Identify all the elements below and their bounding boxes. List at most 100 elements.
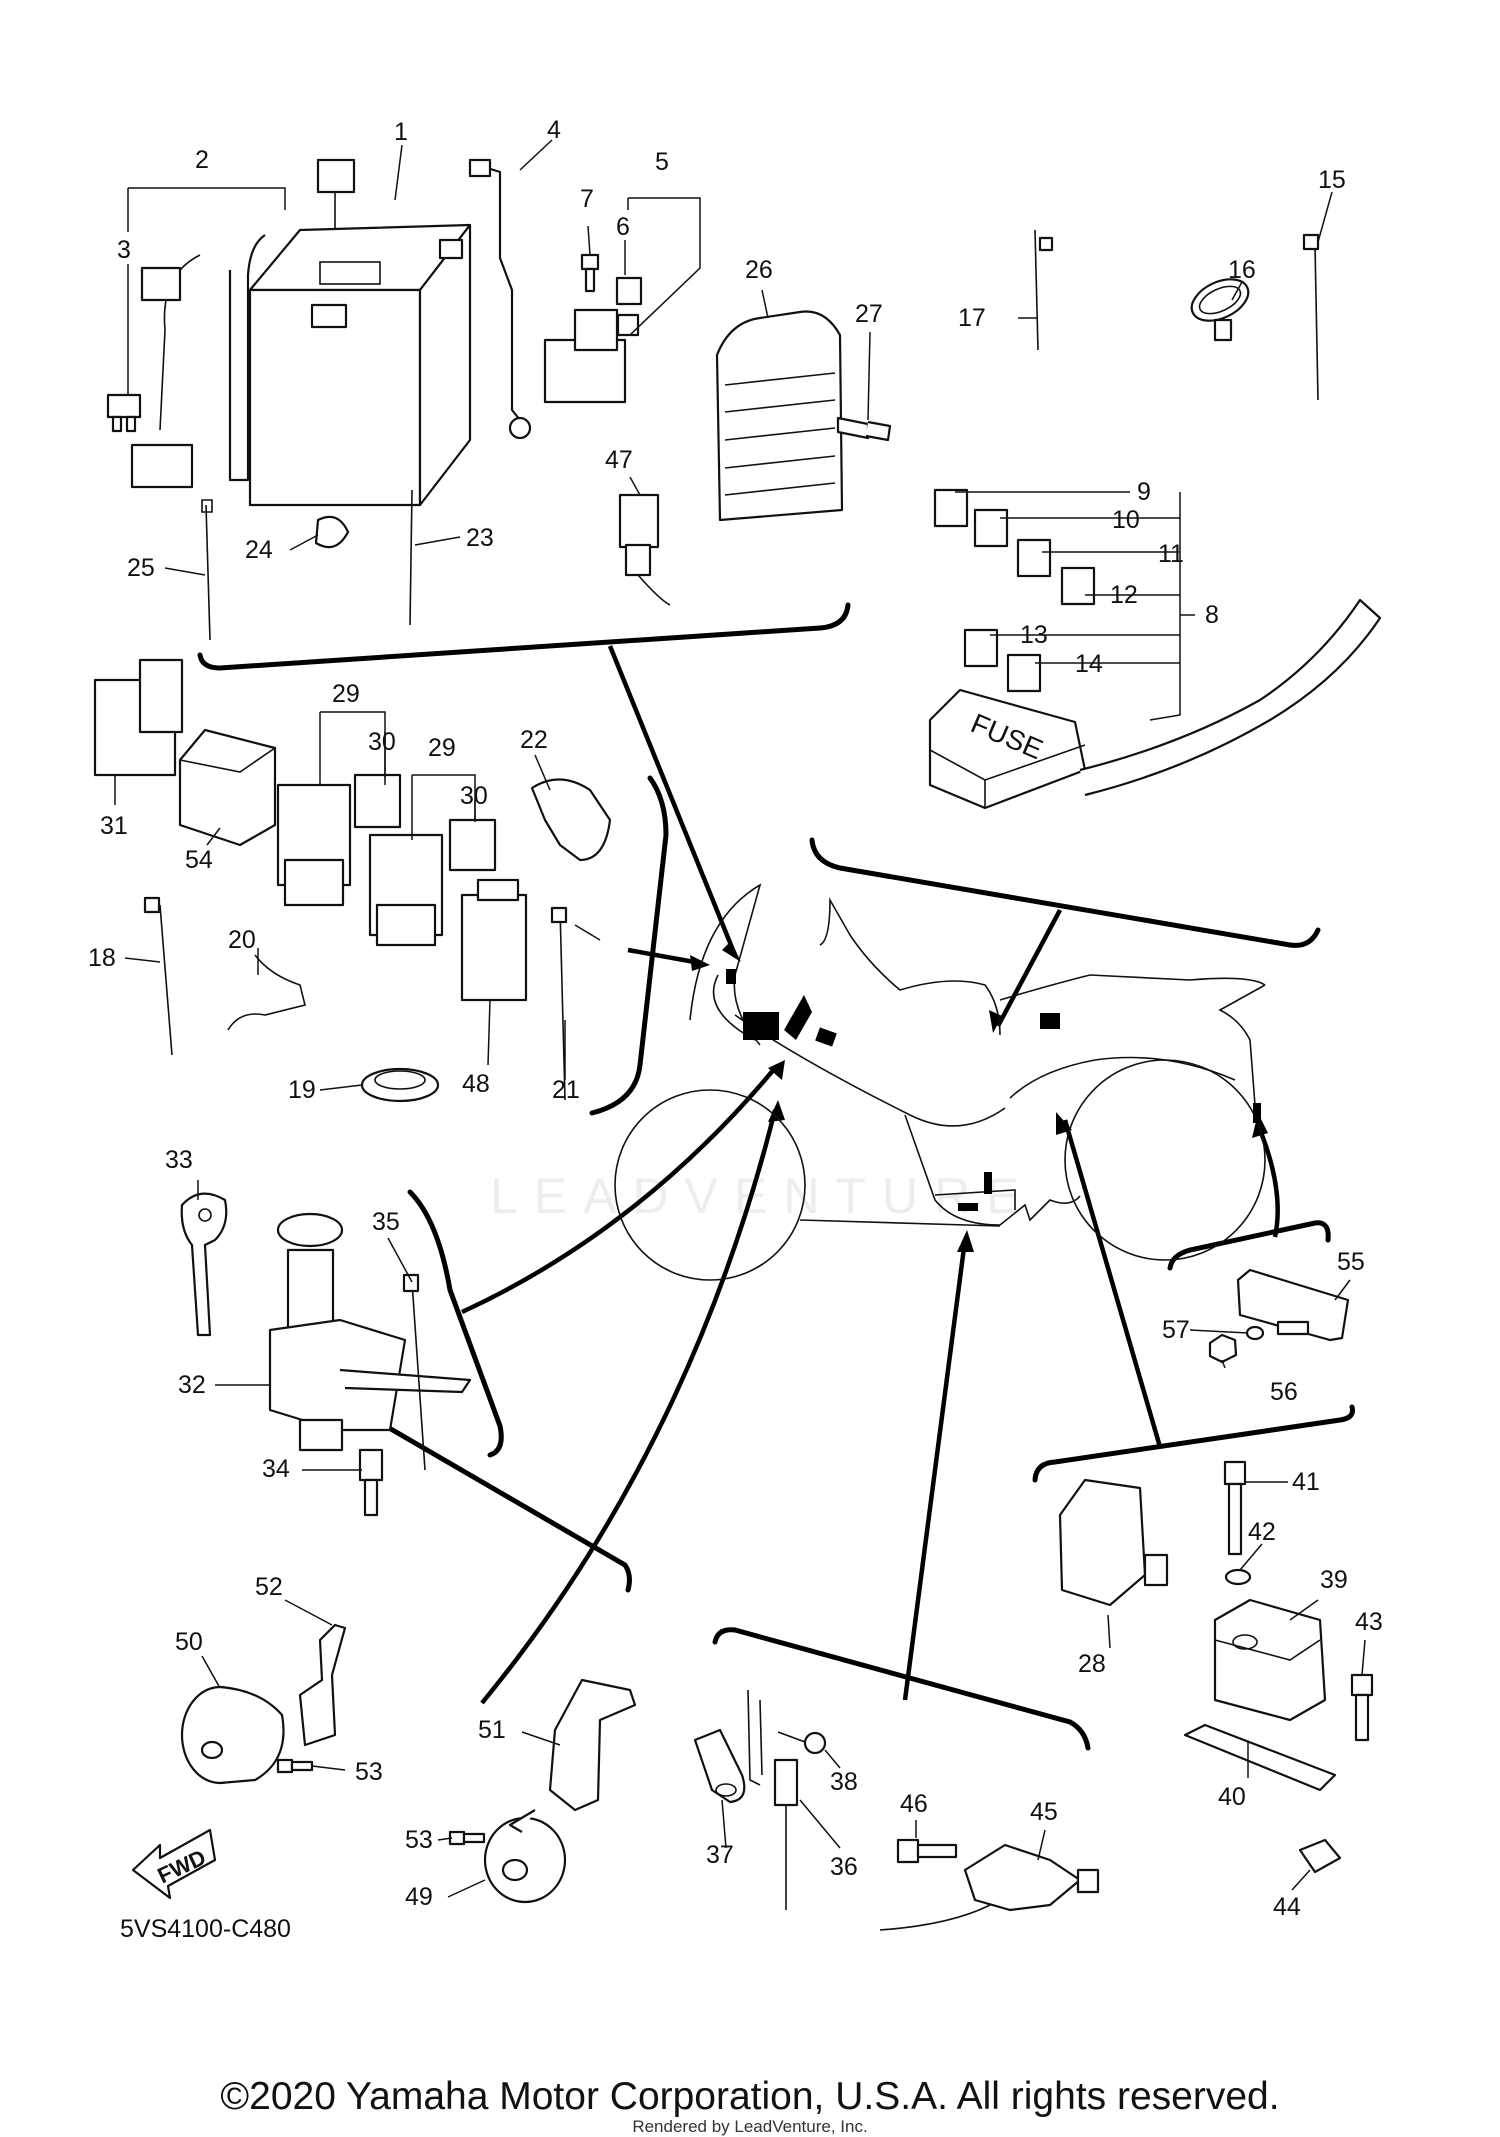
washer-57 [1245,1325,1265,1341]
coupler-47 [618,493,671,606]
battery-wire-harness [130,158,356,489]
callout-47: 47 [605,446,633,474]
motorcycle-outline [614,883,1266,1281]
bracket-52 [298,1623,347,1747]
callout-39: 39 [1320,1566,1348,1594]
horn-49 [483,1809,567,1904]
coupler-30b [448,818,497,872]
callout-37: 37 [706,1841,734,1869]
stop-switch-36 [747,1689,799,1910]
callout-36: 36 [830,1853,858,1881]
callout-22: 22 [520,726,548,754]
switch-45 [879,1843,1100,1931]
screw-34 [358,1448,384,1517]
fuse-14 [1006,653,1042,693]
diagram-code: 5VS4100-C480 [120,1915,291,1943]
callout-34: 34 [262,1455,290,1483]
band-17 [1034,229,1054,351]
callout-42: 42 [1248,1518,1276,1546]
relay-group [93,658,612,1103]
fuse-13 [963,628,999,668]
callout-1: 1 [394,118,408,146]
reflector-55 [1236,1268,1350,1342]
callout-10: 10 [1112,506,1140,534]
rectifier-regulator [715,310,844,522]
fuse-9 [933,488,969,528]
callout-13: 13 [1020,621,1048,649]
band-18 [143,896,173,1056]
horn-50 [180,1685,285,1785]
misc-top-right [1034,229,1320,401]
callout-18: 18 [88,944,116,972]
key-33 [180,1192,228,1337]
clamp-19 [360,1067,440,1103]
bolt-43 [1350,1673,1374,1742]
relay-48 [460,878,528,1002]
callout-3: 3 [117,236,131,264]
callout-6: 6 [616,213,630,241]
nut-56 [1208,1333,1238,1364]
callout-14: 14 [1075,650,1103,678]
callout-57: 57 [1162,1316,1190,1344]
callout-12: 12 [1110,581,1138,609]
stud-55 [1276,1320,1310,1336]
relay-28 [1058,1478,1169,1607]
bolt-27 [836,416,892,442]
fwd-arrow: FWD [131,1828,217,1900]
callout-31: 31 [100,812,128,840]
leader-lines [114,139,1366,1898]
group-connector-lines [461,645,1280,1705]
main-switch [268,1212,472,1452]
flasher-group [1058,1460,1374,1874]
callout-52: 52 [255,1573,283,1601]
callout-44: 44 [1273,1893,1301,1921]
band-25 [201,499,213,641]
nut-44 [1298,1838,1342,1874]
callout-7: 7 [580,185,594,213]
callout-50: 50 [175,1628,203,1656]
callout-8: 8 [1205,601,1219,629]
callout-19: 19 [288,1076,316,1104]
fuse-12 [1060,566,1096,606]
fuse-box-group: FUSE [928,488,1382,810]
coupler-30a [353,773,402,829]
minus-lead [468,158,532,440]
bolt-41 [1223,1460,1247,1556]
battery-group [106,158,892,641]
callout-4: 4 [547,116,561,144]
band-23 [409,489,413,626]
reflector-group [1208,1268,1350,1364]
battery [248,223,472,507]
callout-49: 49 [405,1883,433,1911]
callout-38: 38 [830,1768,858,1796]
callout-9: 9 [1137,478,1151,506]
band-35 [402,1273,426,1471]
horn-group [180,1623,637,1904]
callout-30b: 30 [460,782,488,810]
resistor-39 [1213,1598,1327,1722]
callout-46: 46 [900,1790,928,1818]
group-brackets [197,602,1355,1751]
screw-38 [777,1731,827,1755]
callout-24: 24 [245,536,273,564]
bolt-53b [448,1830,486,1846]
band-15 [1302,233,1320,401]
callout-43: 43 [1355,1608,1383,1636]
callout-41: 41 [1292,1468,1320,1496]
callout-48: 48 [462,1070,490,1098]
callout-29a: 29 [332,680,360,708]
callout-33: 33 [165,1146,193,1174]
callout-55: 55 [1337,1248,1365,1276]
callout-26: 26 [745,256,773,284]
clip-20 [227,954,306,1031]
callout-51: 51 [478,1716,506,1744]
group-arrowheads [690,941,1268,1252]
relay-31 [93,658,184,777]
callout-56: 56 [1270,1378,1298,1406]
fuse-11 [1016,538,1052,578]
relay-29a [276,783,352,907]
bracket-37 [693,1728,746,1804]
callout-40: 40 [1218,1783,1246,1811]
callout-29b: 29 [428,734,456,762]
